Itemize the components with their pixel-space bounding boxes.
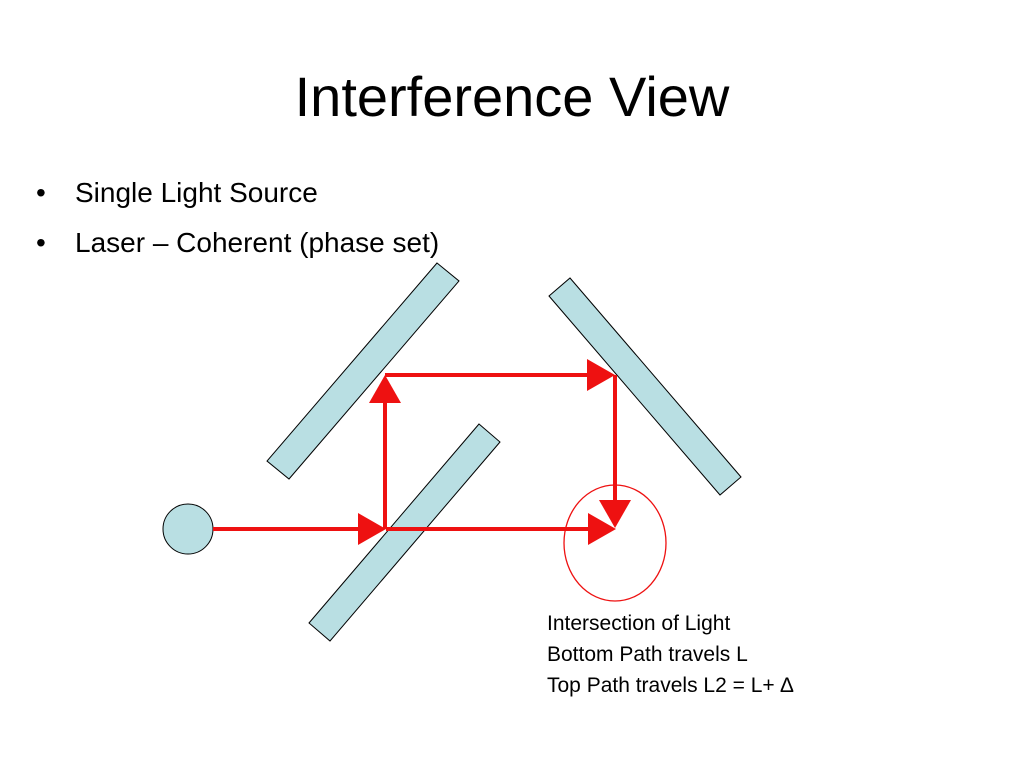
caption-line: Bottom Path travels L (547, 643, 748, 666)
bullet-list: • Single Light Source • Laser – Coherent… (30, 168, 439, 268)
beam-paths (213, 359, 631, 545)
bullet-text: Laser – Coherent (phase set) (75, 227, 440, 258)
beam-splitter (308, 423, 501, 642)
mirror-top-right (548, 277, 742, 496)
caption-line: Top Path travels L2 = L+ ∆ (547, 674, 794, 697)
caption-line: Intersection of Light (547, 612, 731, 635)
diagram-caption: Intersection of Light Bottom Path travel… (547, 608, 793, 701)
light-source (162, 503, 214, 555)
mirror-top-left (266, 262, 460, 480)
bullet-dot-icon: • (36, 177, 46, 208)
slide-title: Interference View (294, 65, 730, 128)
intersection-circle (563, 484, 667, 602)
bullet-item: • Laser – Coherent (phase set) (30, 218, 439, 268)
bullet-item: • Single Light Source (30, 168, 439, 218)
bullet-text: Single Light Source (75, 177, 318, 208)
bullet-dot-icon: • (36, 227, 46, 258)
